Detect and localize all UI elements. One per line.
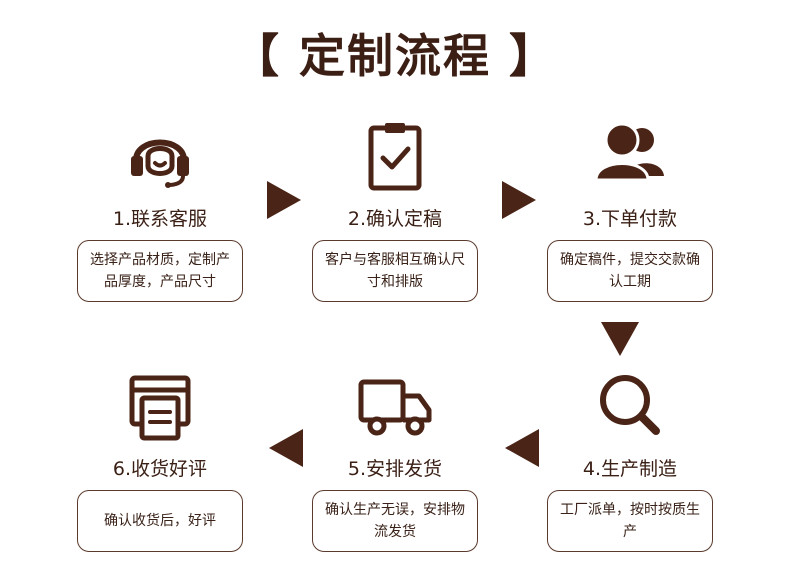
step-description: 确认生产无误，安排物流发货 [312,490,478,552]
step-description: 确定稿件，提交交款确认工期 [547,240,713,302]
step-label: 1.联系客服 [112,208,208,230]
package-icon [120,368,200,448]
page-title: 【 定制流程 】 [232,29,558,83]
arrow-left-icon [269,429,303,467]
arrow-down-icon [601,322,639,356]
step-label: 6.收货好评 [112,458,208,480]
step-label: 5.安排发货 [347,458,443,480]
search-icon [590,368,670,448]
step-description: 工厂派单，按时按质生产 [547,490,713,552]
headset-icon [120,118,200,198]
users-icon [590,118,670,198]
truck-icon [355,368,435,448]
step-label: 2.确认定稿 [347,208,443,230]
arrow-left-icon [505,429,539,467]
step-label: 4.生产制造 [582,458,678,480]
arrow-right-icon [267,181,301,219]
step-description: 客户与客服相互确认尺寸和排版 [312,240,478,302]
clipboard-check-icon [355,118,435,198]
step-description: 确认收货后，好评 [77,490,243,552]
arrow-right-icon [502,181,536,219]
step-label: 3.下单付款 [582,208,678,230]
step-description: 选择产品材质，定制产品厚度，产品尺寸 [77,240,243,302]
